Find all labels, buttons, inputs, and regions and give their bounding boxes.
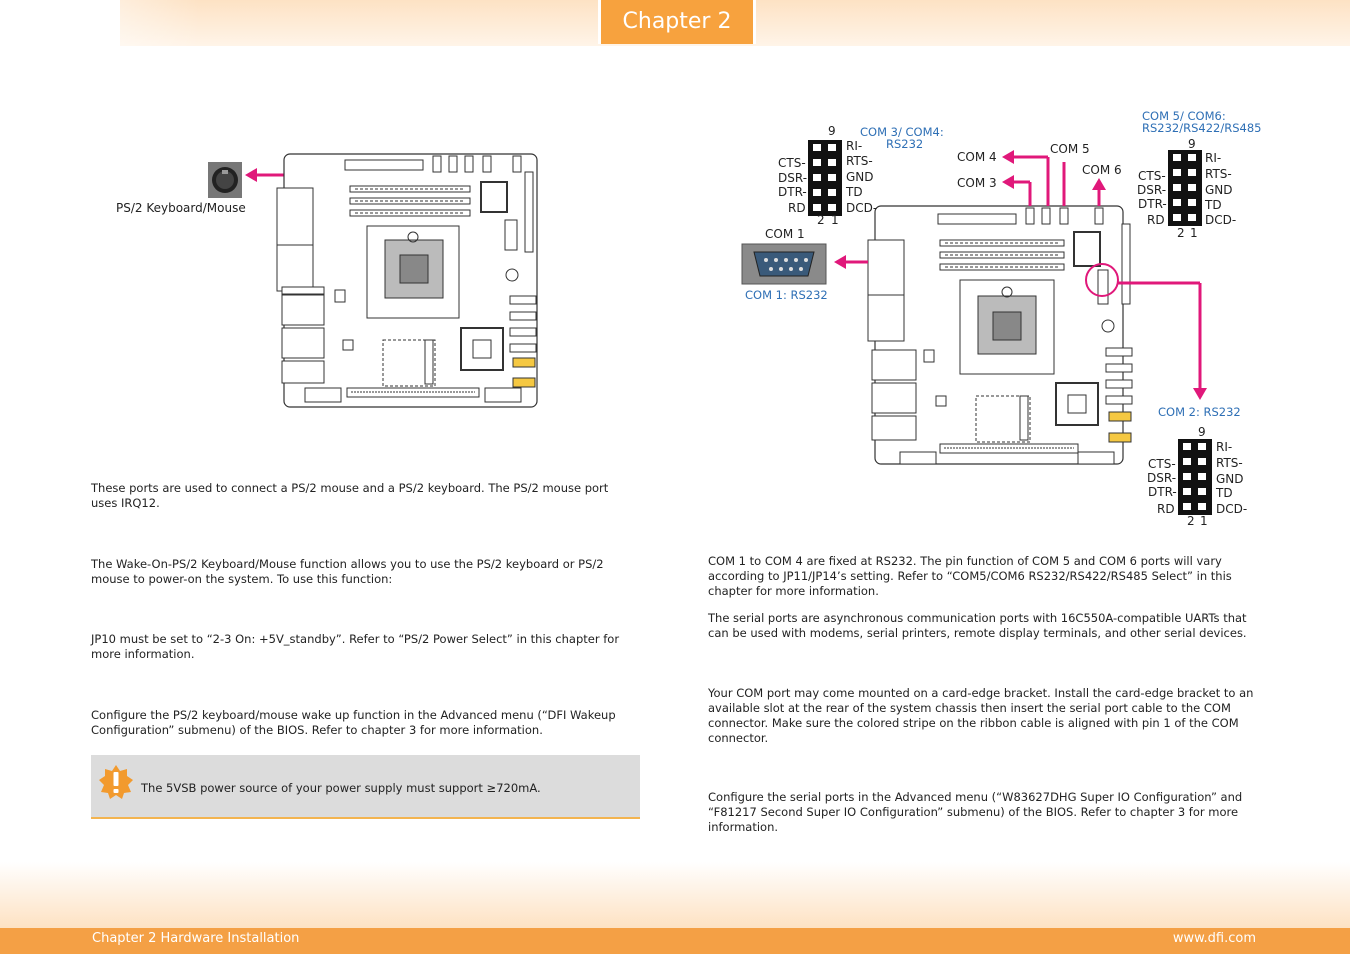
- pin-number-2: 2: [1187, 514, 1195, 528]
- com1-type-label: COM 1: RS232: [745, 288, 828, 302]
- com-board-diagram: [741, 140, 1212, 515]
- pin-label: RI-: [1205, 151, 1222, 165]
- pin-number-1: 1: [1200, 514, 1208, 528]
- note-box: [91, 755, 640, 819]
- motherboard-outline: [276, 153, 538, 408]
- footer-bar: [0, 928, 1350, 954]
- com-paragraph-4: Configure the serial ports in the Advanc…: [708, 790, 1243, 834]
- pin-label: RD: [1147, 213, 1165, 227]
- pin-label: DSR-: [778, 171, 808, 185]
- ps2-paragraph-4: Configure the PS/2 keyboard/mouse wake u…: [91, 708, 616, 737]
- com3-label: COM 3: [957, 176, 997, 190]
- com-paragraph-2: The serial ports are asynchronous commun…: [708, 611, 1247, 640]
- pin-label: GND: [846, 170, 874, 184]
- pin-label: GND: [1205, 183, 1233, 197]
- pin-label: RD: [1157, 502, 1175, 516]
- pin-label: CTS-: [1148, 457, 1176, 471]
- pin-number-top: 9: [828, 124, 836, 138]
- pin-header-com34: [808, 140, 842, 216]
- pin-header-com2: [1178, 439, 1212, 515]
- motherboard-outline: [867, 205, 1133, 465]
- pin-label: RTS-: [1205, 167, 1232, 181]
- com56-type-line2: RS232/RS422/RS485: [1142, 121, 1262, 135]
- pin-number-1: 1: [1190, 226, 1198, 240]
- pin-label: GND: [1216, 472, 1244, 486]
- footer-section-title: Chapter 2 Hardware Installation: [92, 931, 300, 946]
- note-text: The 5VSB power source of your power supp…: [141, 781, 541, 795]
- pin-label: RI-: [846, 139, 863, 153]
- com1-label: COM 1: [765, 227, 805, 241]
- pin-number-2: 2: [1177, 226, 1185, 240]
- arrows: [834, 150, 1207, 400]
- ps2-connector-label: PS/2 Keyboard/Mouse: [116, 201, 246, 215]
- pin-label: CTS-: [1138, 169, 1166, 183]
- pin-label: DCD-: [1216, 502, 1248, 516]
- pin-number-1: 1: [831, 213, 839, 227]
- com6-label: COM 6: [1082, 163, 1122, 177]
- pin-label: RI-: [1216, 440, 1233, 454]
- com2-type-label: COM 2: RS232: [1158, 405, 1241, 419]
- pin-label: TD: [1205, 198, 1222, 212]
- pin-label: RD: [788, 201, 806, 215]
- pin-label: DSR-: [1147, 471, 1177, 485]
- com-paragraph-1: COM 1 to COM 4 are fixed at RS232. The p…: [708, 554, 1232, 598]
- pin-label: RTS-: [846, 154, 873, 168]
- ps2-paragraph-3: JP10 must be set to “2-3 On: +5V_standby…: [91, 632, 620, 661]
- com-paragraph-3: Your COM port may come mounted on a card…: [708, 686, 1254, 745]
- footer-website-link[interactable]: www.dfi.com: [1172, 931, 1256, 946]
- com34-type-line1: COM 3/ COM4:: [860, 125, 944, 139]
- ps2-paragraph-2: The Wake-On-PS/2 Keyboard/Mouse function…: [91, 557, 604, 586]
- chapter-tab: Chapter 2: [598, 0, 756, 44]
- db9-connector-icon: [741, 243, 827, 285]
- footer-band: [0, 862, 1350, 932]
- com56-type-line1: COM 5/ COM6:: [1142, 109, 1226, 123]
- pin-label: CTS-: [778, 156, 806, 170]
- pin-label: DTR-: [1148, 485, 1177, 499]
- ps2-paragraph-1: These ports are used to connect a PS/2 m…: [91, 481, 609, 510]
- pin-header-com56: [1168, 150, 1202, 226]
- pin-label: DCD-: [1205, 213, 1237, 227]
- pin-label: DTR-: [1138, 197, 1167, 211]
- pin-number-2: 2: [817, 213, 825, 227]
- pin-label: TD: [1216, 486, 1233, 500]
- com5-label: COM 5: [1050, 142, 1090, 156]
- ps2-connector-icon: [208, 162, 242, 198]
- pin-label: DCD-: [846, 201, 878, 215]
- com4-label: COM 4: [957, 150, 997, 164]
- warning-icon: [99, 765, 133, 799]
- pin-number-top: 9: [1198, 425, 1206, 439]
- pin-number-top: 9: [1188, 137, 1196, 151]
- com34-type-line2: RS232: [886, 137, 924, 151]
- pin-label: RTS-: [1216, 456, 1243, 470]
- ps2-board-diagram: [208, 153, 538, 408]
- pin-label: DTR-: [778, 185, 807, 199]
- pin-label: TD: [846, 185, 863, 199]
- pin-label: DSR-: [1137, 183, 1167, 197]
